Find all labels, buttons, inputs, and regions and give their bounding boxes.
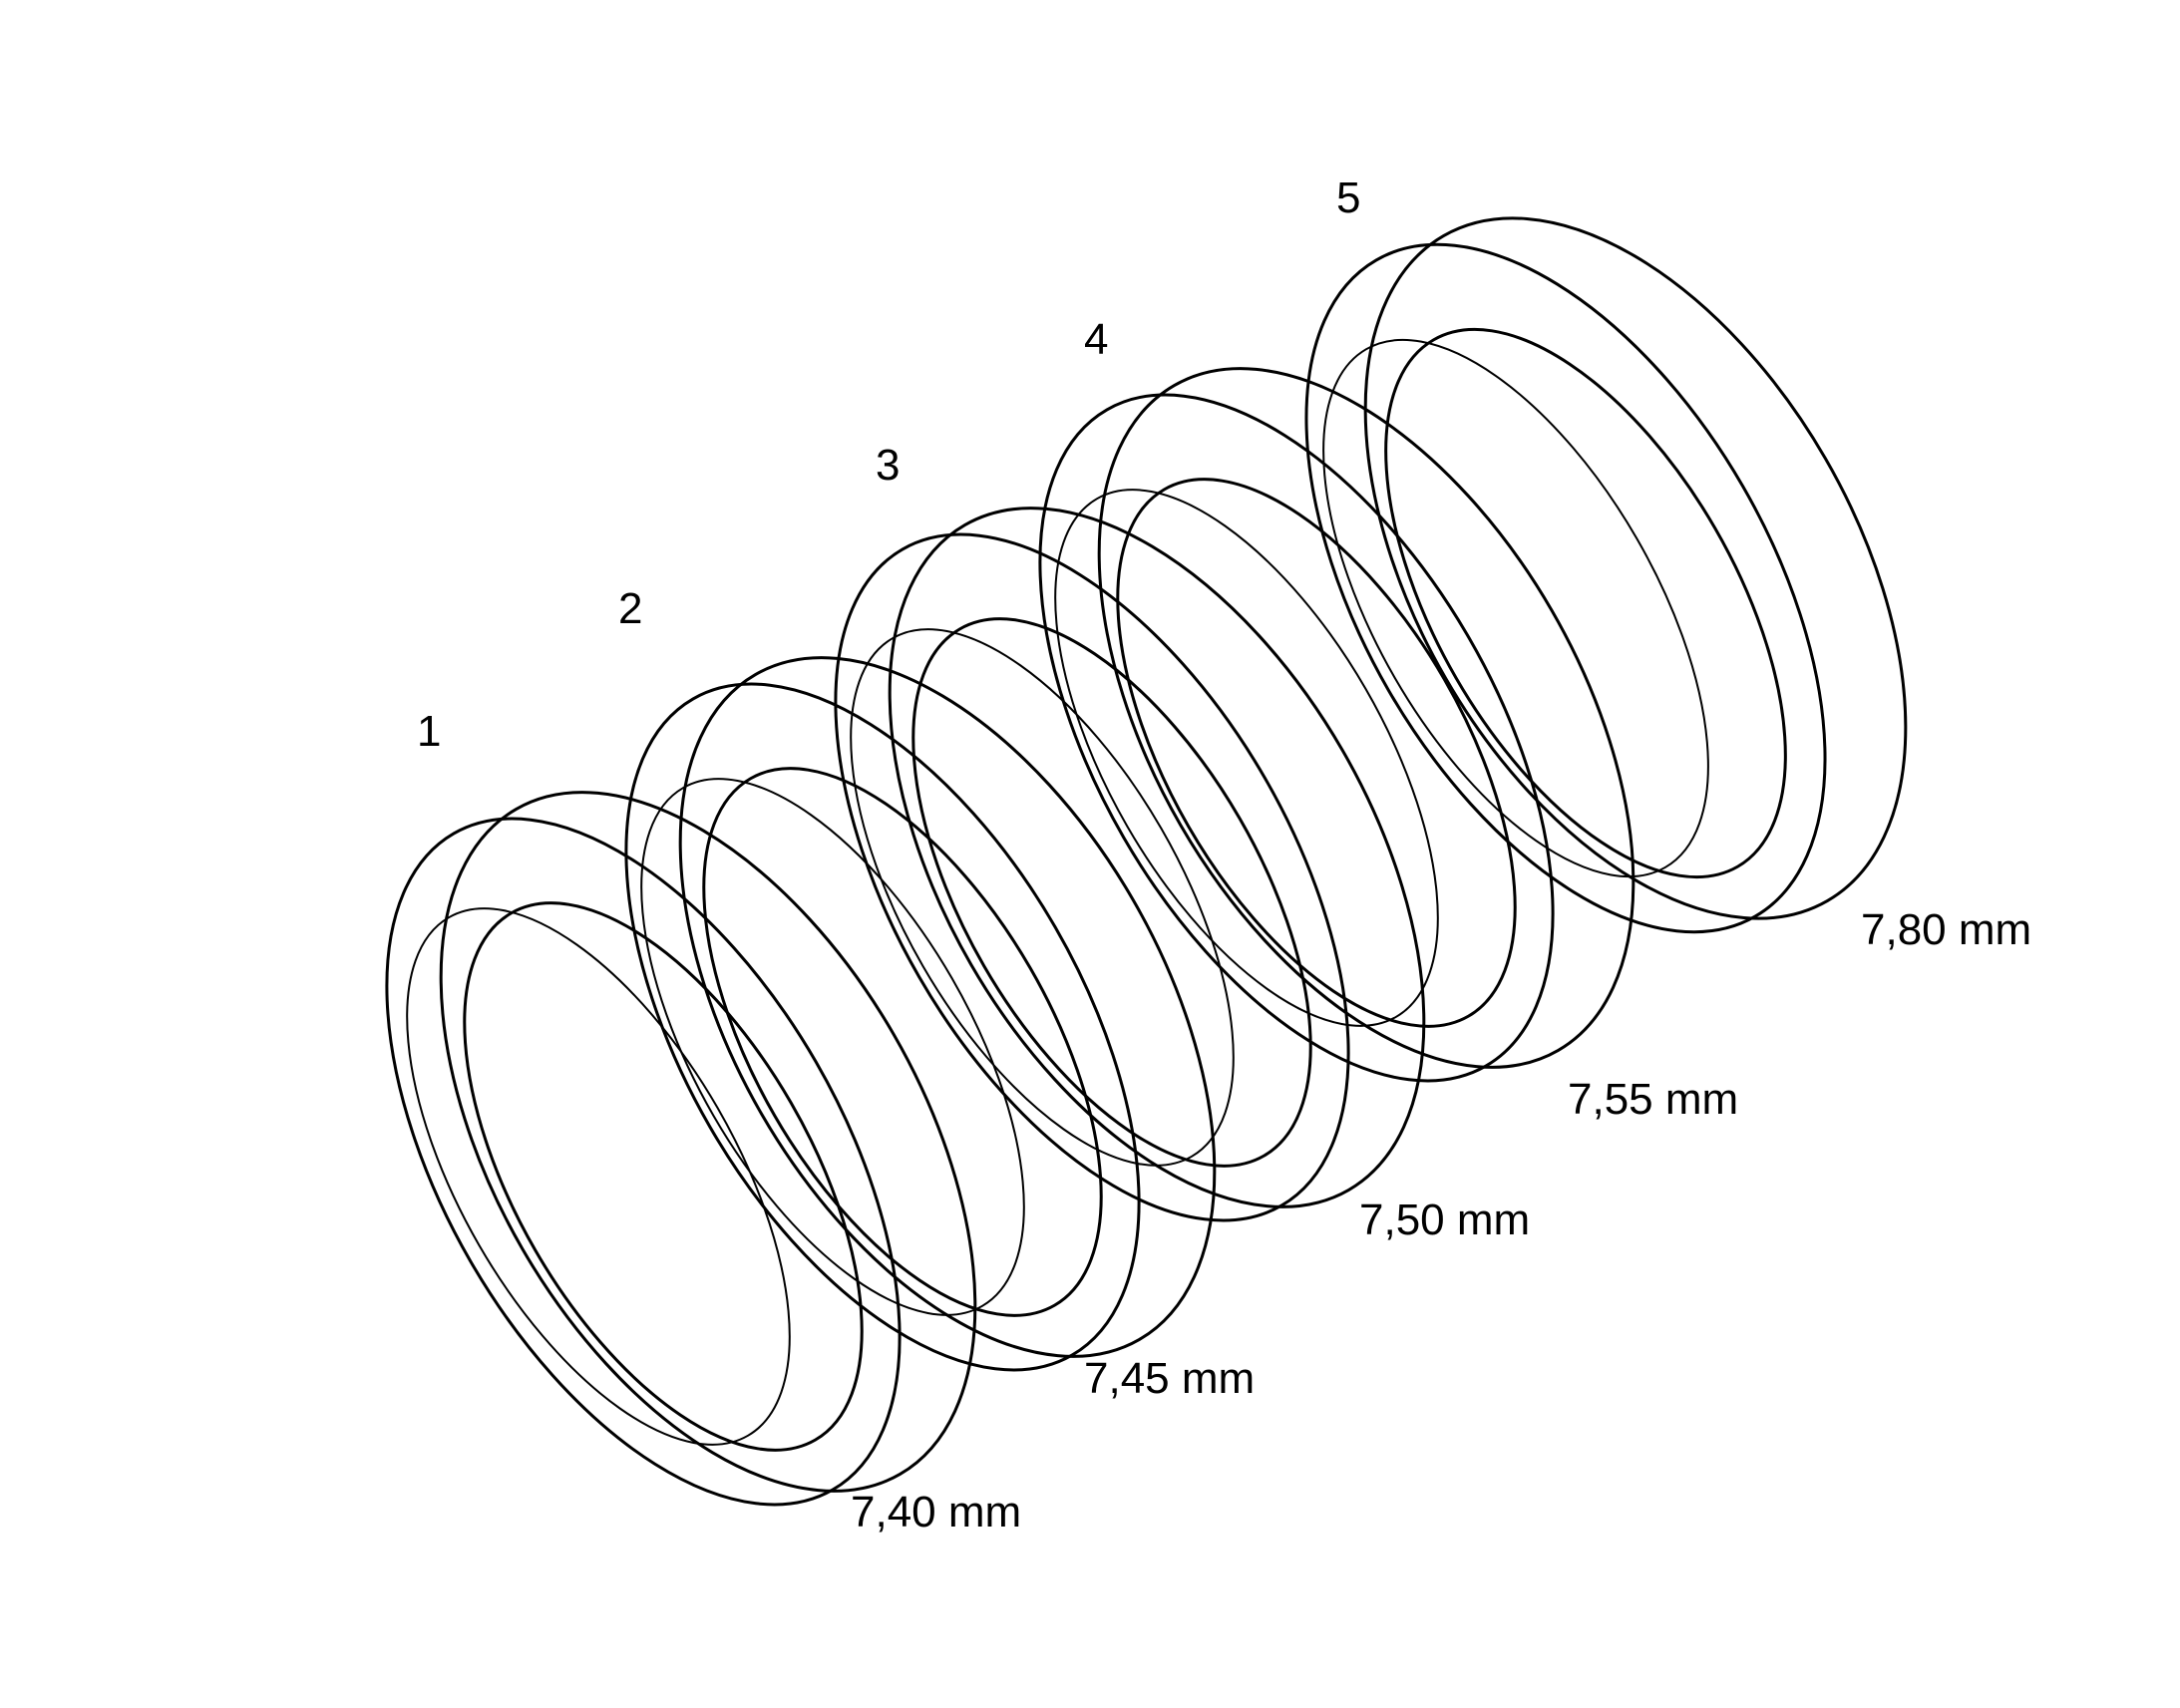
ring-number-label-4: 4 <box>1084 315 1108 364</box>
ring-number-label-1: 1 <box>417 707 441 756</box>
ring-2 <box>624 656 1217 1372</box>
ring-number-label-5: 5 <box>1336 173 1360 222</box>
ring-thickness-label-1: 7,40 mm <box>851 1488 1021 1537</box>
ring-thickness-label-3: 7,50 mm <box>1359 1196 1530 1244</box>
ring-1 <box>385 791 977 1507</box>
ring-thickness-label-4: 7,55 mm <box>1568 1075 1738 1124</box>
ring-3 <box>834 507 1426 1222</box>
ring-5 <box>1304 216 1908 934</box>
ring-thickness-label-5: 7,80 mm <box>1861 905 2031 954</box>
ring-4 <box>1038 367 1635 1083</box>
ring-number-label-3: 3 <box>876 441 900 490</box>
ring-number-label-2: 2 <box>618 584 642 633</box>
ring-thickness-label-2: 7,45 mm <box>1084 1354 1255 1403</box>
